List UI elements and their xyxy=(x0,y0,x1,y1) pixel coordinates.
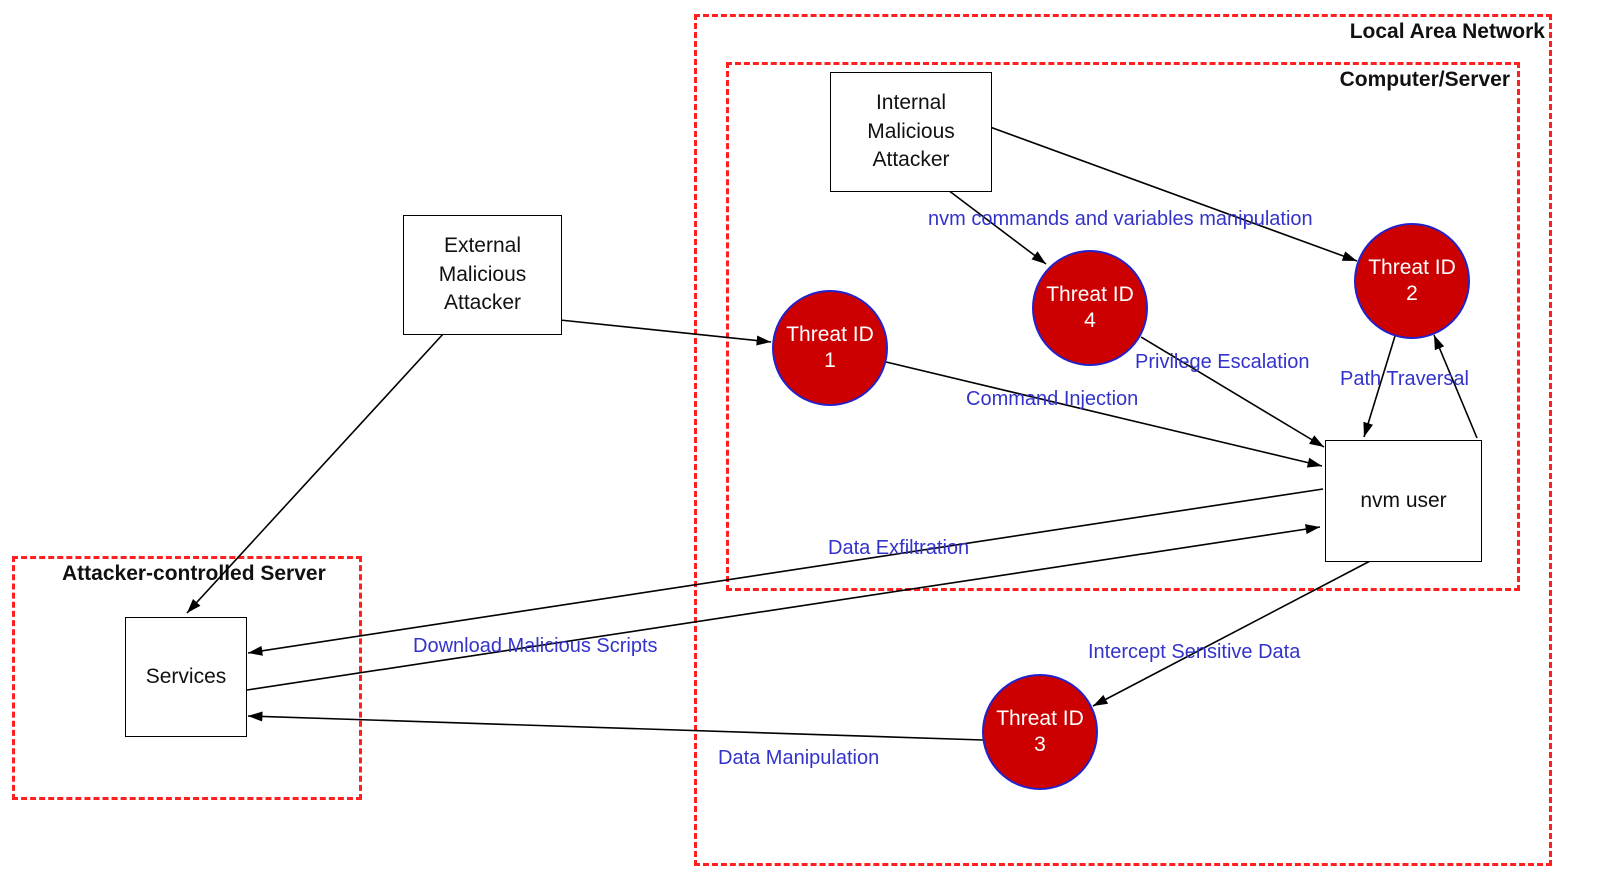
threat-id-1-circle: Threat ID 1 xyxy=(772,290,888,406)
edge-nvm-user-to-threat3-intercept-data xyxy=(1092,559,1373,707)
boundary-computer-server xyxy=(726,62,1520,591)
boundary-local-area-network xyxy=(694,14,1552,866)
flow-label-data-manipulation: Data Manipulation xyxy=(718,747,880,769)
flow-label-intercept-sensitive-data: Intercept Sensitive Data xyxy=(1088,641,1301,663)
flow-label-data-exfiltration: Data Exfiltration xyxy=(828,537,970,559)
boundary-label-local-area-network: Local Area Network xyxy=(1349,20,1545,43)
edge-nvm-user-to-threat2-path-traversal xyxy=(1433,334,1478,439)
flow-label-download-malicious-scripts: Download Malicious Scripts xyxy=(413,635,658,657)
node-nvm-user: nvm user xyxy=(1325,440,1482,562)
boundary-attacker-controlled-server xyxy=(12,556,362,800)
node-external-malicious-attacker: External Malicious Attacker xyxy=(403,215,562,335)
edge-threat4-to-nvm-user-privilege-escalation xyxy=(1140,336,1325,448)
flow-label-path-traversal: Path Traversal xyxy=(1340,368,1469,390)
flow-label-command-injection: Command Injection xyxy=(966,388,1139,410)
edge-external-attacker-to-services xyxy=(186,332,445,614)
edge-services-to-nvm-user-download-scripts xyxy=(246,524,1321,691)
edge-nvm-user-to-services-data-exfiltration xyxy=(247,488,1324,656)
flow-label-privilege-escalation: Privilege Escalation xyxy=(1135,351,1310,373)
flow-label-nvm-commands-manipulation: nvm commands and variables manipulation xyxy=(928,208,1313,230)
edge-threat2-to-nvm-user-path-traversal xyxy=(1363,335,1396,438)
node-internal-malicious-attacker: Internal Malicious Attacker xyxy=(830,72,992,192)
edge-external-attacker-to-threat1 xyxy=(559,319,772,346)
edge-threat1-to-nvm-user-command-injection xyxy=(885,361,1323,468)
threat-id-2-circle: Threat ID 2 xyxy=(1354,223,1470,339)
threat-id-4-circle: Threat ID 4 xyxy=(1032,250,1148,366)
node-services: Services xyxy=(125,617,247,737)
edge-internal-attacker-to-threat4 xyxy=(947,189,1047,265)
boundary-label-computer-server: Computer/Server xyxy=(1339,68,1510,91)
boundary-label-attacker-controlled-server: Attacker-controlled Server xyxy=(62,562,326,585)
edge-internal-attacker-to-threat2 xyxy=(989,126,1358,262)
threat-id-3-circle: Threat ID 3 xyxy=(982,674,1098,790)
edge-threat3-to-services-data-manipulation xyxy=(247,711,984,741)
